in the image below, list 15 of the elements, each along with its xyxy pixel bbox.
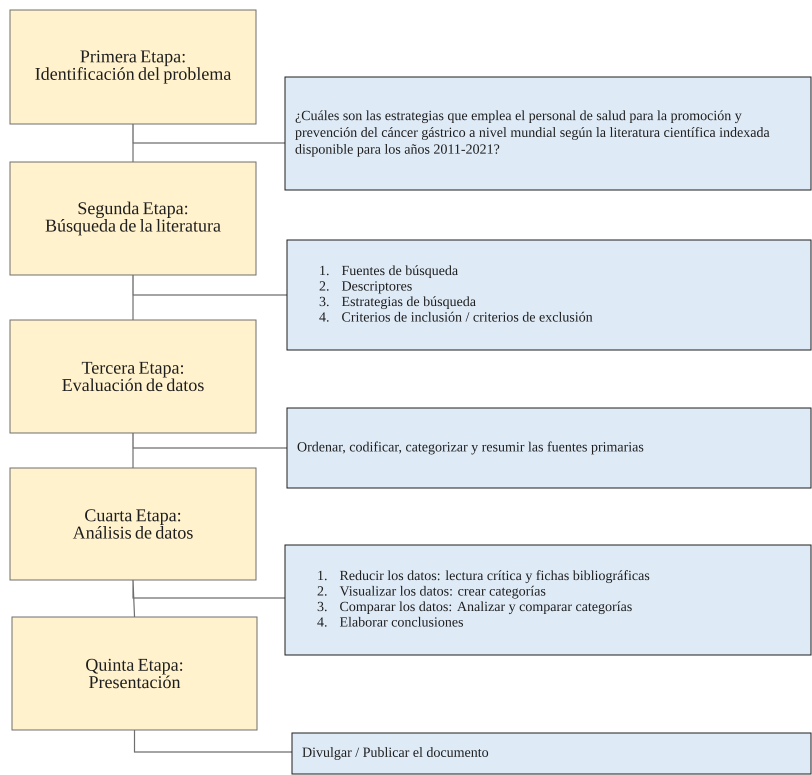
stage-box: Tercera Etapa: Evaluación de datos bbox=[10, 320, 256, 434]
connector-line bbox=[132, 276, 286, 296]
connector-line bbox=[132, 580, 284, 599]
connector-line bbox=[132, 434, 286, 449]
connector-line bbox=[134, 730, 292, 753]
note-box: ¿Cuáles son las estrategias que emplea el personal de salud para la promoción y prevención del cáncer gástrico a nivel mundial según la literatura científica indexada disponible para los años 2011-2021? bbox=[284, 76, 812, 190]
note-box: Ordenar, codificar, categorizar y resumir las fuentes primarias bbox=[286, 408, 812, 488]
stage-box: Cuarta Etapa: Análisis de datos bbox=[10, 468, 256, 580]
stage-box: Segunda Etapa: Búsqueda de la literatura bbox=[10, 162, 256, 276]
stage-box: Quinta Etapa: Presentación bbox=[12, 616, 258, 730]
connector-line bbox=[132, 124, 284, 144]
note-box: 1. Fuentes de búsqueda 2. Descriptores 3. Estrategias de búsqueda 4. Criterios de inclusión / criterios de exclusión bbox=[286, 240, 812, 350]
stage-box: Primera Etapa: Identificación del problema bbox=[10, 10, 256, 124]
note-box: Divulgar / Publicar el documento bbox=[292, 732, 812, 774]
note-box: 1. Reducir los datos: lectura crítica y fichas bibliográficas 2. Visualizar los datos: crear categorías 3. Comparar los datos: Analizar y comparar categorías 4. Elaborar conclusiones bbox=[284, 544, 812, 656]
